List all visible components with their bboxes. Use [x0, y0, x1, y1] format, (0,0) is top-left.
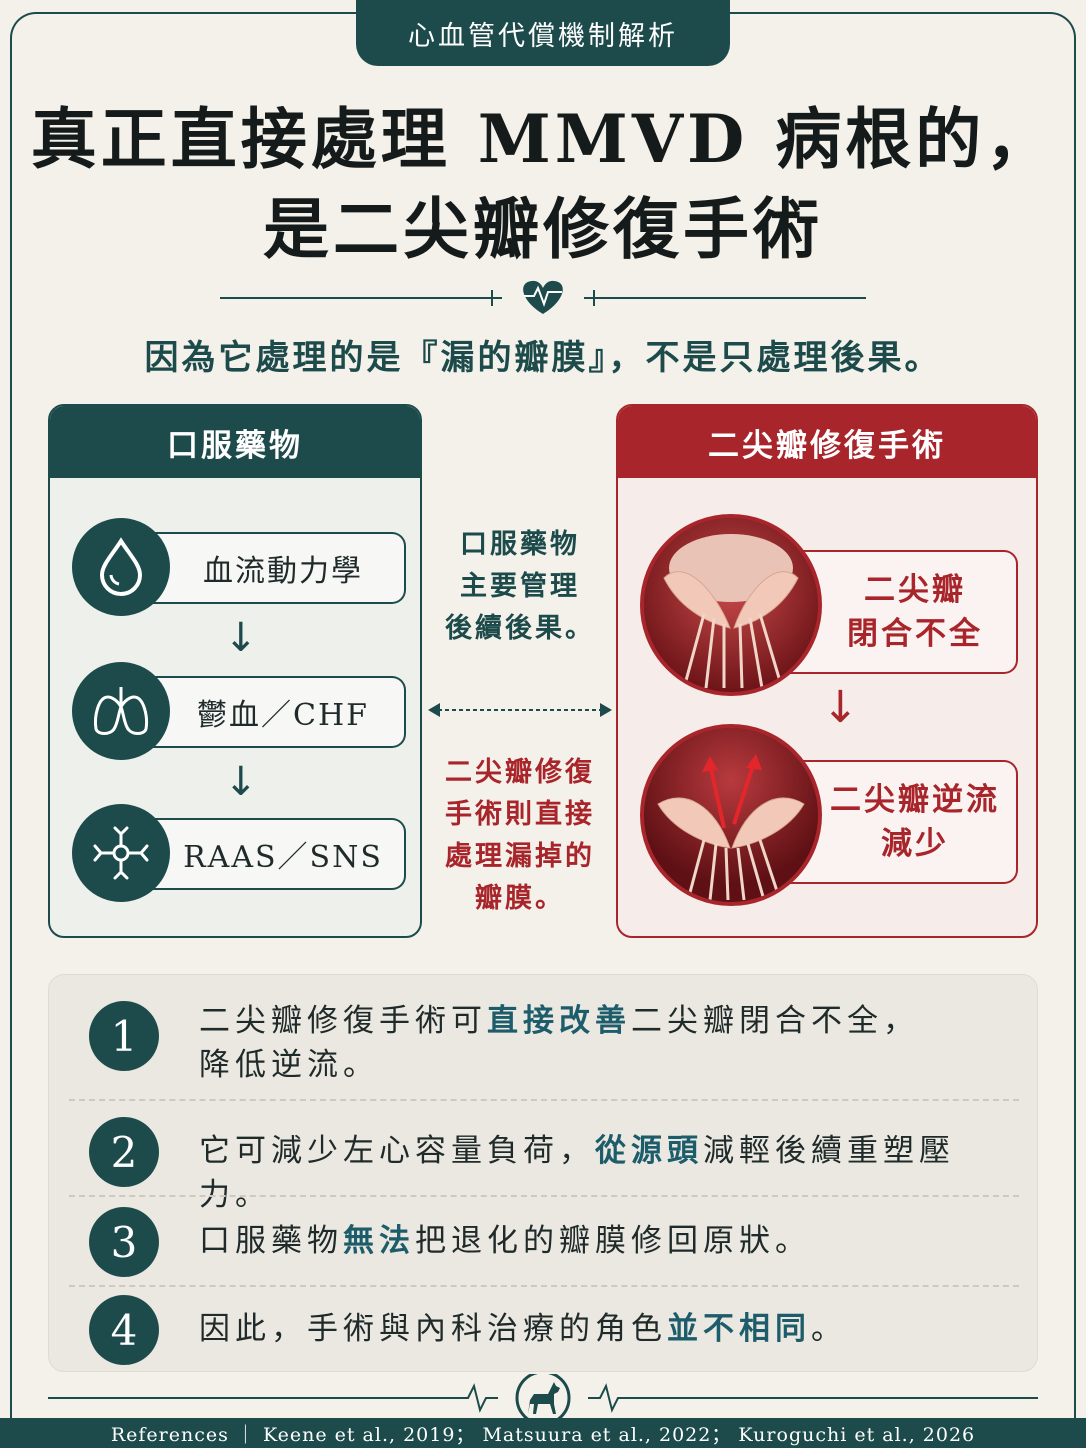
left-item-label: 鬱血／CHF — [132, 676, 406, 748]
panel-header-surgery: 二尖瓣修復手術 — [618, 406, 1036, 478]
list-item: 3 口服藥物無法把退化的瓣膜修回原狀。 — [49, 1207, 1039, 1277]
arrow-down-icon: ↓ — [822, 682, 859, 733]
divider — [69, 1099, 1019, 1101]
number-badge: 2 — [89, 1117, 159, 1187]
category-badge: 心血管代償機制解析 — [356, 0, 730, 66]
point-text: 二尖瓣修復手術可直接改善二尖瓣閉合不全， 降低逆流。 — [199, 1003, 919, 1083]
right-item-label: 二尖瓣逆流 減少 — [790, 760, 1018, 884]
heart-divider — [220, 280, 866, 314]
number-badge: 3 — [89, 1207, 159, 1277]
list-item: 2 它可減少左心容量負荷，從源頭減輕後續重塑壓力。 — [49, 1117, 1039, 1213]
right-item-label: 二尖瓣 閉合不全 — [790, 550, 1018, 674]
surgery-panel: 二尖瓣修復手術 二尖瓣 閉合不全 — [616, 404, 1038, 938]
subtitle: 因為它處理的是『漏的瓣膜』，不是只處理後果。 — [144, 338, 942, 378]
number-badge: 1 — [89, 1001, 159, 1071]
right-item-reduced: 二尖瓣逆流 減少 — [640, 724, 1020, 906]
left-item-label: RAAS／SNS — [132, 818, 406, 890]
arrow-down-icon: ↓ — [224, 759, 258, 805]
left-item-label: 血流動力學 — [132, 532, 406, 604]
left-item-raas-sns: RAAS／SNS — [72, 804, 406, 902]
panel-header-oral: 口服藥物 — [50, 406, 420, 478]
valve-repaired-icon — [640, 724, 822, 906]
heart-icon — [523, 280, 563, 314]
dog-icon — [528, 1382, 560, 1414]
water-drop-icon — [72, 518, 170, 616]
nerve-icon — [72, 804, 170, 902]
list-item: 1 二尖瓣修復手術可直接改善二尖瓣閉合不全， 降低逆流。 — [49, 1001, 1039, 1083]
divider — [69, 1285, 1019, 1287]
arrow-down-icon: ↓ — [224, 615, 258, 661]
center-note-surgery: 二尖瓣修復 手術則直接 處理漏掉的 瓣膜。 — [445, 757, 595, 914]
references-bar: References ｜ Keene et al., 2019； Matsuur… — [0, 1418, 1086, 1448]
number-badge: 4 — [89, 1295, 159, 1365]
double-arrow-icon — [428, 703, 612, 717]
center-note-medication: 口服藥物 主要管理 後續後果。 — [445, 529, 595, 644]
list-item: 4 因此，手術與內科治療的角色並不相同。 — [49, 1295, 1039, 1365]
point-text: 口服藥物無法把退化的瓣膜修回原狀。 — [199, 1223, 811, 1259]
left-item-hemodynamics: 血流動力學 — [72, 518, 406, 616]
right-item-regurgitation: 二尖瓣 閉合不全 — [640, 514, 1020, 696]
point-text: 因此，手術與內科治療的角色並不相同。 — [199, 1311, 847, 1347]
title-line-2: 是二尖瓣修復手術 — [263, 190, 823, 268]
lungs-icon — [72, 662, 170, 760]
point-text: 它可減少左心容量負荷，從源頭減輕後續重塑壓力。 — [199, 1133, 955, 1213]
valve-open-icon — [640, 514, 822, 696]
dog-ecg-divider — [48, 1374, 1038, 1424]
oral-medication-panel: 口服藥物 血流動力學 ↓ 鬱血／CHF ↓ RAAS／SNS — [48, 404, 422, 938]
title-line-1: 真正直接處理 MMVD 病根的， — [30, 100, 1056, 178]
key-points-list: 1 二尖瓣修復手術可直接改善二尖瓣閉合不全， 降低逆流。 2 它可減少左心容量負… — [48, 974, 1038, 1372]
left-item-congestion: 鬱血／CHF — [72, 662, 406, 760]
divider — [69, 1195, 1019, 1197]
